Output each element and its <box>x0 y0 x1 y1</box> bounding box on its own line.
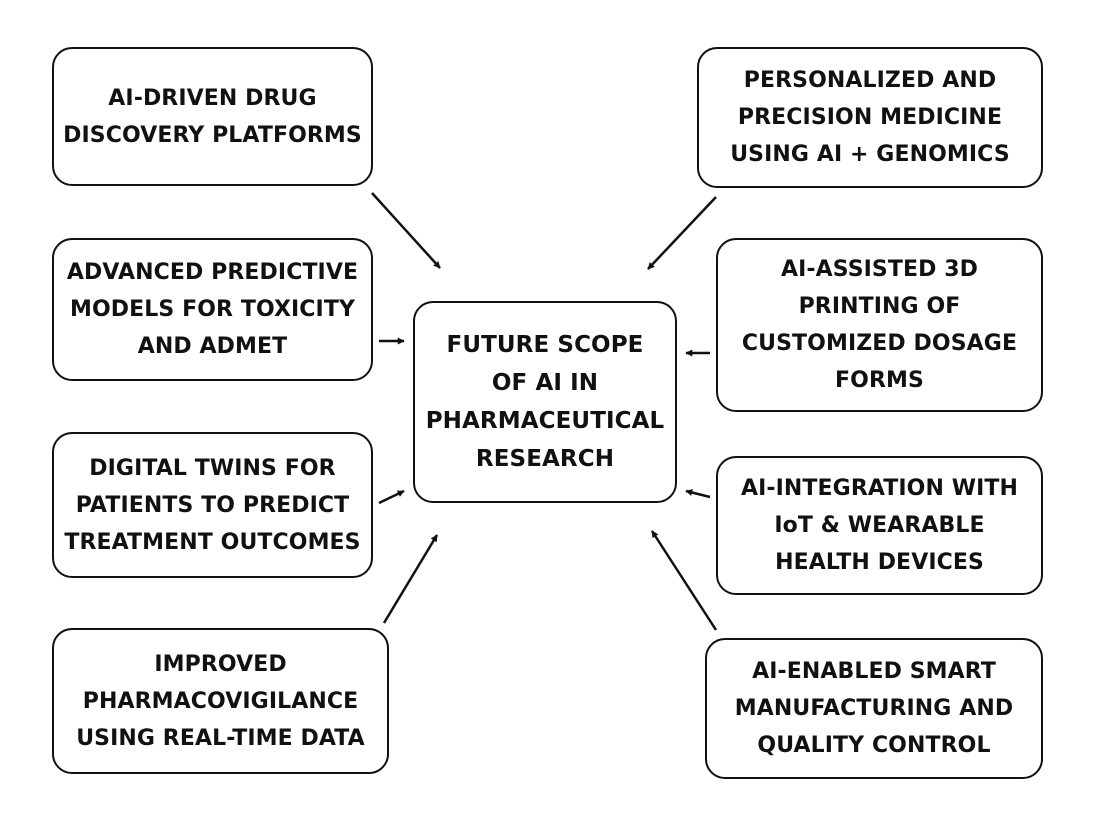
node-iot-wearables: AI-INTEGRATION WITH IoT & WEARABLE HEALT… <box>716 456 1043 595</box>
arrow-personalized-to-center <box>647 196 717 270</box>
center-label: FUTURE SCOPE OF AI IN PHARMACEUTICAL RES… <box>425 332 665 472</box>
node-label: IMPROVED PHARMACOVIGILANCE USING REAL-TI… <box>76 651 365 751</box>
node-label: AI-DRIVEN DRUG DISCOVERY PLATFORMS <box>63 85 362 148</box>
node-digital-twins: DIGITAL TWINS FOR PATIENTS TO PREDICT TR… <box>52 432 373 578</box>
node-label: DIGITAL TWINS FOR PATIENTS TO PREDICT TR… <box>64 455 361 555</box>
node-label: PERSONALIZED AND PRECISION MEDICINE USIN… <box>730 68 1010 167</box>
arrow-digital-twins-to-center <box>378 489 405 505</box>
node-smart-manufacturing: AI-ENABLED SMART MANUFACTURING AND QUALI… <box>705 638 1043 779</box>
node-predictive-models-toxicity: ADVANCED PREDICTIVE MODELS FOR TOXICITY … <box>52 238 373 381</box>
arrow-iot-to-center <box>685 489 711 499</box>
arrow-pharmacovig-to-center <box>382 534 439 624</box>
node-label: AI-INTEGRATION WITH IoT & WEARABLE HEALT… <box>740 476 1019 575</box>
node-personalized-precision-medicine: PERSONALIZED AND PRECISION MEDICINE USIN… <box>697 47 1043 188</box>
node-pharmacovigilance: IMPROVED PHARMACOVIGILANCE USING REAL-TI… <box>52 628 389 774</box>
node-ai-driven-drug-discovery: AI-DRIVEN DRUG DISCOVERY PLATFORMS <box>52 47 373 186</box>
arrow-ai-driven-to-center <box>371 192 441 269</box>
node-3d-printing-dosage-forms: AI-ASSISTED 3D PRINTING OF CUSTOMIZED DO… <box>716 238 1043 412</box>
node-label: ADVANCED PREDICTIVE MODELS FOR TOXICITY … <box>66 260 359 359</box>
center-node-future-scope: FUTURE SCOPE OF AI IN PHARMACEUTICAL RES… <box>413 301 677 503</box>
node-label: AI-ENABLED SMART MANUFACTURING AND QUALI… <box>734 659 1014 758</box>
node-label: AI-ASSISTED 3D PRINTING OF CUSTOMIZED DO… <box>741 257 1018 393</box>
arrow-manufacturing-to-center <box>650 530 718 631</box>
